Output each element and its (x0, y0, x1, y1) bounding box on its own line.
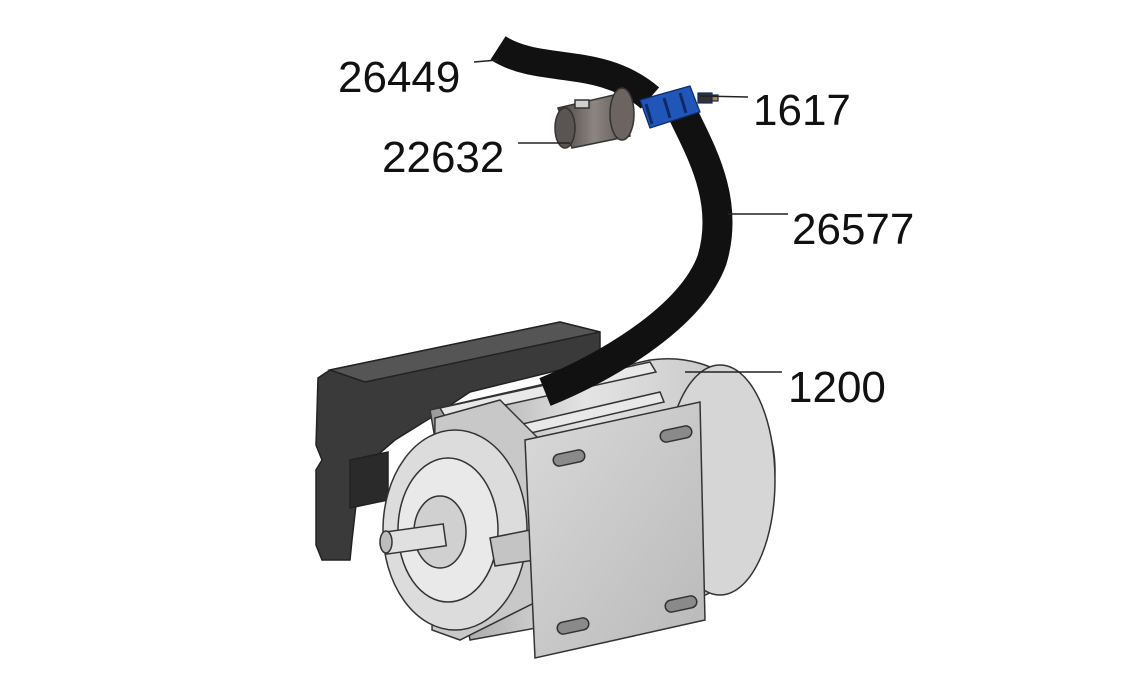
plate-slots (552, 425, 698, 635)
hose-main (539, 105, 733, 406)
terminal-box (315, 321, 601, 561)
leader-lines (473, 59, 788, 373)
part-label-26577: 26577 (792, 205, 915, 254)
part-label-26449: 26449 (338, 53, 461, 102)
front-flange (379, 399, 541, 641)
capacitor (554, 87, 635, 149)
mounting-plate (524, 401, 706, 659)
part-label-1200: 1200 (788, 363, 886, 412)
part-label-22632: 22632 (382, 133, 505, 182)
cable-connector (639, 85, 719, 129)
part-label-1617: 1617 (753, 86, 851, 135)
hose-upper (490, 35, 660, 110)
